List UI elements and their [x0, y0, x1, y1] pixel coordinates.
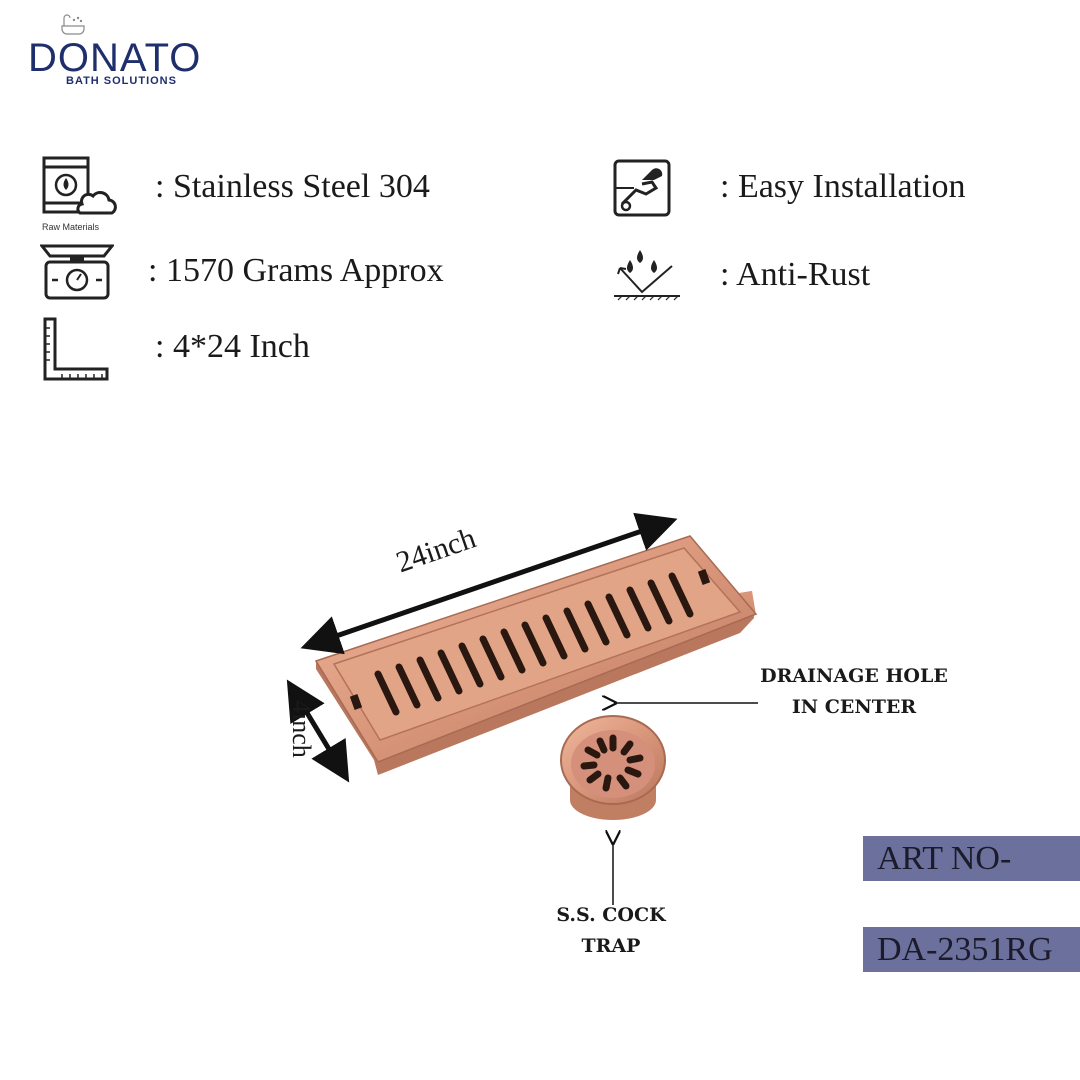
art-label-box: ART NO-: [863, 836, 1080, 881]
bathtub-icon: [61, 14, 85, 35]
size-text: : 4*24 Inch: [155, 328, 310, 365]
weight-text: : 1570 Grams Approx: [148, 252, 444, 289]
length-dimension-arrow: [300, 512, 678, 655]
drainage-hole-label-line1: DRAINAGE HOLE: [760, 665, 948, 687]
art-number: DA-2351RG: [877, 931, 1053, 968]
water-drops-icon: [614, 250, 680, 301]
drainage-hole-label: DRAINAGE HOLE IN CENTER: [760, 661, 948, 723]
raw-materials-icon: [42, 156, 117, 215]
cock-trap-label-line1: S.S. COCK: [556, 904, 666, 926]
raw-materials-caption: Raw Materials: [42, 222, 100, 232]
hand-wrench-icon: [613, 159, 671, 217]
cock-trap: [560, 715, 666, 820]
width-label: 4inch: [287, 700, 316, 758]
art-number-box: DA-2351RG: [863, 927, 1080, 972]
cock-trap-label-line2: TRAP: [581, 935, 641, 957]
drainage-hole-label-line2: IN CENTER: [791, 696, 917, 718]
weighing-scale-icon: [40, 244, 114, 300]
brand-logo: DONATO BATH SOLUTIONS: [28, 14, 218, 94]
drain-channel: [314, 535, 758, 775]
width-dimension-arrow: [286, 679, 350, 783]
ruler-square-icon: [43, 317, 109, 381]
anti-rust-text: : Anti-Rust: [720, 256, 871, 293]
brand-name: DONATO: [28, 36, 202, 80]
material-text: : Stainless Steel 304: [155, 168, 430, 205]
installation-text: : Easy Installation: [720, 168, 966, 205]
brand-tagline: BATH SOLUTIONS: [66, 75, 177, 87]
art-label: ART NO-: [877, 840, 1012, 877]
cock-trap-label: S.S. COCK TRAP: [555, 900, 667, 962]
